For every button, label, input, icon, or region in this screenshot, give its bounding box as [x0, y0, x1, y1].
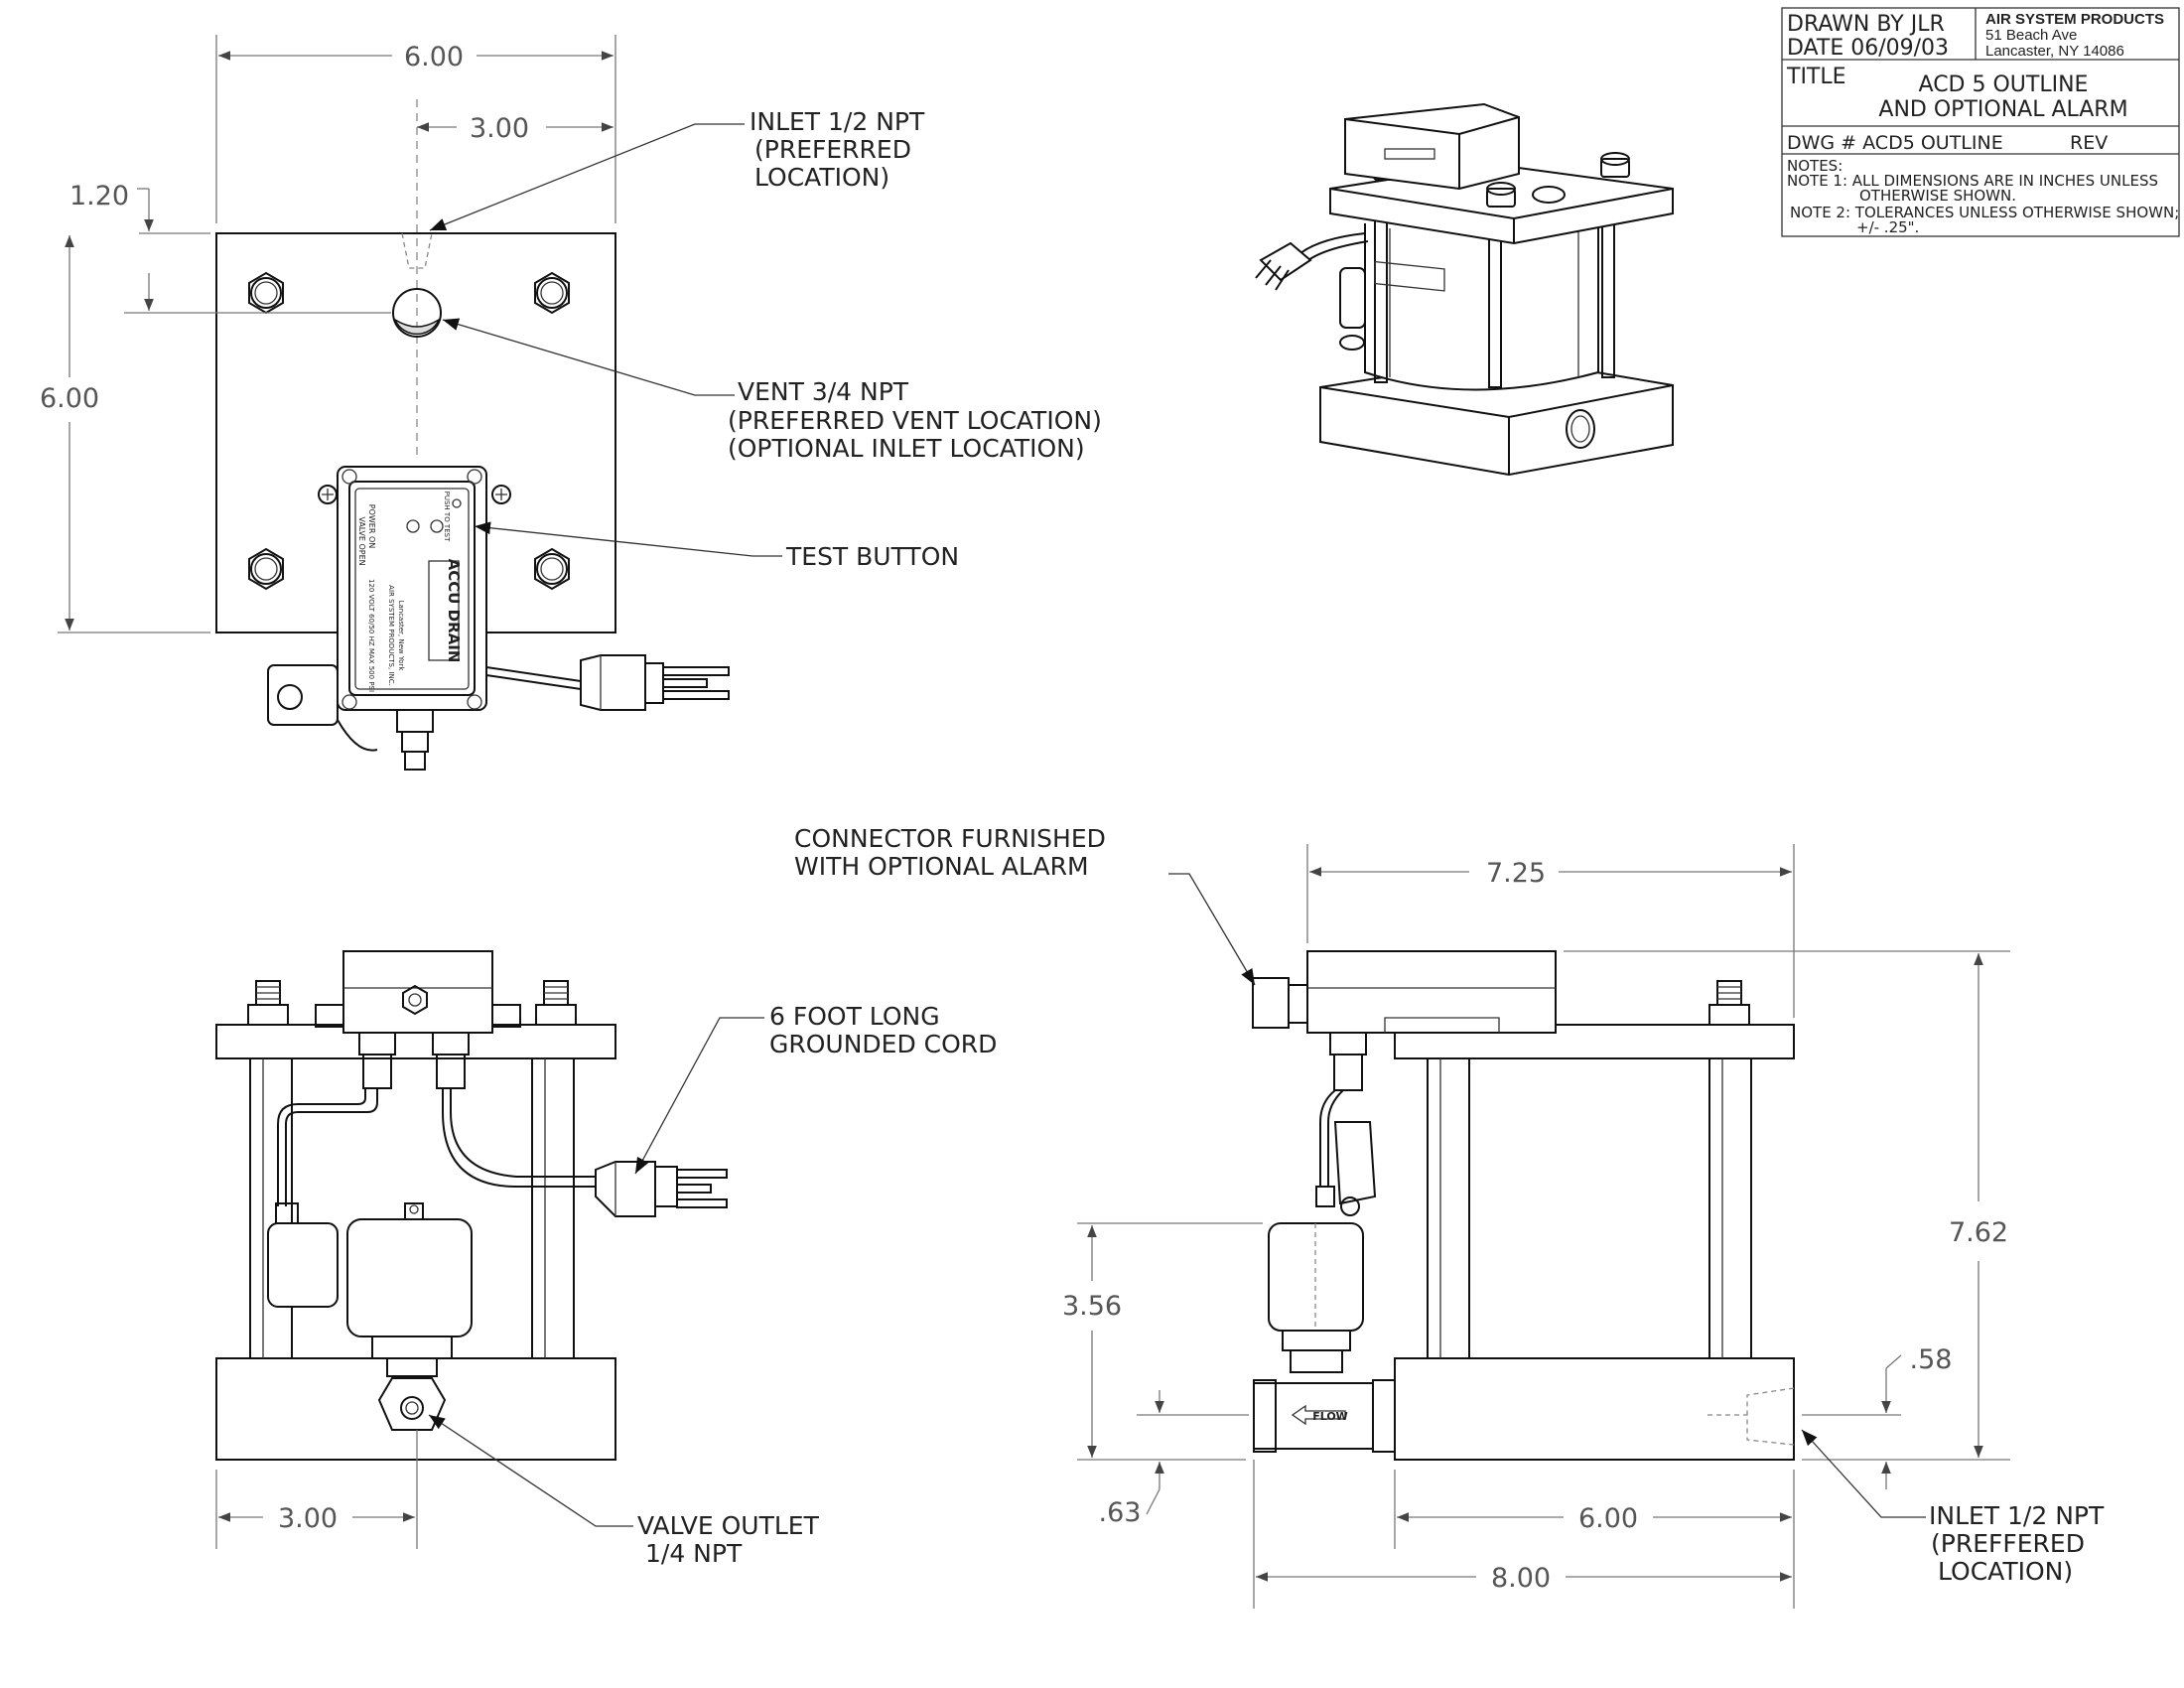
- callout-outlet-1: VALVE OUTLET: [637, 1511, 820, 1540]
- drawn-by: DRAWN BY JLR: [1787, 12, 1945, 37]
- callout-cord-1: 6 FOOT LONG: [769, 1002, 940, 1031]
- side-alarm-box: [1306, 950, 1557, 1034]
- callout-side-inlet-2: (PREFFERED: [1931, 1529, 2085, 1558]
- note-1-line-2: OTHERWISE SHOWN.: [1859, 187, 2016, 205]
- callout-inlet-1: INLET 1/2 NPT: [750, 107, 925, 136]
- company-name: AIR SYSTEM PRODUCTS: [1985, 11, 2164, 28]
- alarm-fine-2: AIR SYSTEM PRODUCTS, INC.: [387, 585, 395, 686]
- flow-label: FLOW: [1312, 1410, 1348, 1423]
- dim-side-height: 7.62: [1949, 1217, 2008, 1248]
- title-line-2: AND OPTIONAL ALARM: [1878, 97, 2127, 122]
- dim-side-top: 7.25: [1486, 858, 1546, 889]
- dim-top-height: 6.00: [40, 383, 99, 414]
- callout-cord-2: GROUNDED CORD: [769, 1030, 997, 1058]
- dim-top-offset: 1.20: [69, 181, 129, 211]
- tie-rod-nut-tl: [248, 271, 284, 315]
- company-city: Lancaster, NY 14086: [1985, 43, 2124, 60]
- drawing-number: DWG # ACD5 OUTLINE: [1787, 132, 2003, 154]
- front-base: [215, 1357, 616, 1461]
- alarm-connector: [1252, 977, 1290, 1029]
- alarm-text-push: PUSH TO TEST: [443, 492, 451, 542]
- callout-side-inlet-3: LOCATION): [1938, 1557, 2073, 1586]
- front-view: 3.00 6 FOOT LONG GROUNDED CORD VALVE OUT…: [215, 950, 997, 1568]
- callout-inlet-3: LOCATION): [754, 163, 889, 192]
- callout-vent-3: (OPTIONAL INLET LOCATION): [728, 434, 1085, 463]
- front-nut-left: [247, 980, 289, 1026]
- dim-side-body: 6.00: [1578, 1503, 1638, 1534]
- dim-top-half: 3.00: [470, 113, 529, 144]
- isometric-view: [1255, 102, 1674, 477]
- dim-front-half: 3.00: [278, 1503, 338, 1534]
- tie-rod-nut-tr: [534, 271, 570, 315]
- note-1-line-1: NOTE 1: ALL DIMENSIONS ARE IN INCHES UNL…: [1787, 172, 2158, 190]
- title-label: TITLE: [1786, 65, 1846, 89]
- callout-side-inlet-1: INLET 1/2 NPT: [1929, 1501, 2105, 1530]
- callout-connector-2: WITH OPTIONAL ALARM: [794, 852, 1089, 881]
- dim-side-valve: 3.56: [1062, 1291, 1122, 1322]
- alarm-box: ACCU DRAIN POWER ON VALVE OPEN PUSH TO T…: [267, 466, 511, 771]
- drawing-date: DATE 06/09/03: [1787, 36, 1949, 61]
- side-base: [1394, 1357, 1795, 1461]
- alarm-fine-3: Lancaster, New York: [397, 601, 405, 672]
- dim-side-inlet-height: .58: [1910, 1344, 1953, 1375]
- company-street: 51 Beach Ave: [1985, 27, 2077, 44]
- callout-vent-2: (PREFERRED VENT LOCATION): [728, 406, 1102, 435]
- callout-outlet-2: 1/4 NPT: [645, 1539, 743, 1568]
- side-view: FLOW 7.25 7.62 3.56 .63 .58: [794, 824, 2105, 1609]
- top-view: ACCU DRAIN POWER ON VALVE OPEN PUSH TO T…: [40, 35, 1102, 771]
- front-nut-right: [535, 980, 577, 1026]
- title-line-1: ACD 5 OUTLINE: [1919, 72, 2089, 97]
- tie-rod-nut-br: [534, 547, 570, 591]
- callout-test-button: TEST BUTTON: [785, 542, 959, 571]
- power-cord-front: [595, 1161, 728, 1217]
- side-top-plate: [1394, 1024, 1795, 1059]
- title-block: DRAWN BY JLR DATE 06/09/03 AIR SYSTEM PR…: [1781, 7, 2180, 237]
- callout-connector-1: CONNECTOR FURNISHED: [794, 824, 1106, 853]
- note-2-line-2: +/- .25".: [1856, 218, 1919, 236]
- power-cord-top: [485, 654, 730, 711]
- revision-label: REV: [2070, 132, 2108, 154]
- dim-side-base: .63: [1099, 1497, 1142, 1528]
- notes-label: NOTES:: [1787, 157, 1843, 175]
- tie-rod-nut-bl: [248, 547, 284, 591]
- alarm-brand: ACCU DRAIN: [445, 559, 463, 663]
- front-alarm-box: [342, 950, 493, 1034]
- callout-inlet-2: (PREFERRED: [754, 135, 911, 164]
- alarm-fine-1: 120 VOLT 60/50 HZ MAX 500 PSI: [367, 579, 375, 692]
- vent-port: [392, 288, 442, 338]
- callout-vent-1: VENT 3/4 NPT: [738, 377, 909, 406]
- alarm-text-power: POWER ON: [367, 504, 376, 548]
- dim-top-width: 6.00: [404, 42, 464, 72]
- dim-side-overall: 8.00: [1491, 1563, 1551, 1594]
- alarm-text-valve: VALVE OPEN: [357, 516, 366, 565]
- note-2-line-1: NOTE 2: TOLERANCES UNLESS OTHERWISE SHOW…: [1790, 204, 2179, 221]
